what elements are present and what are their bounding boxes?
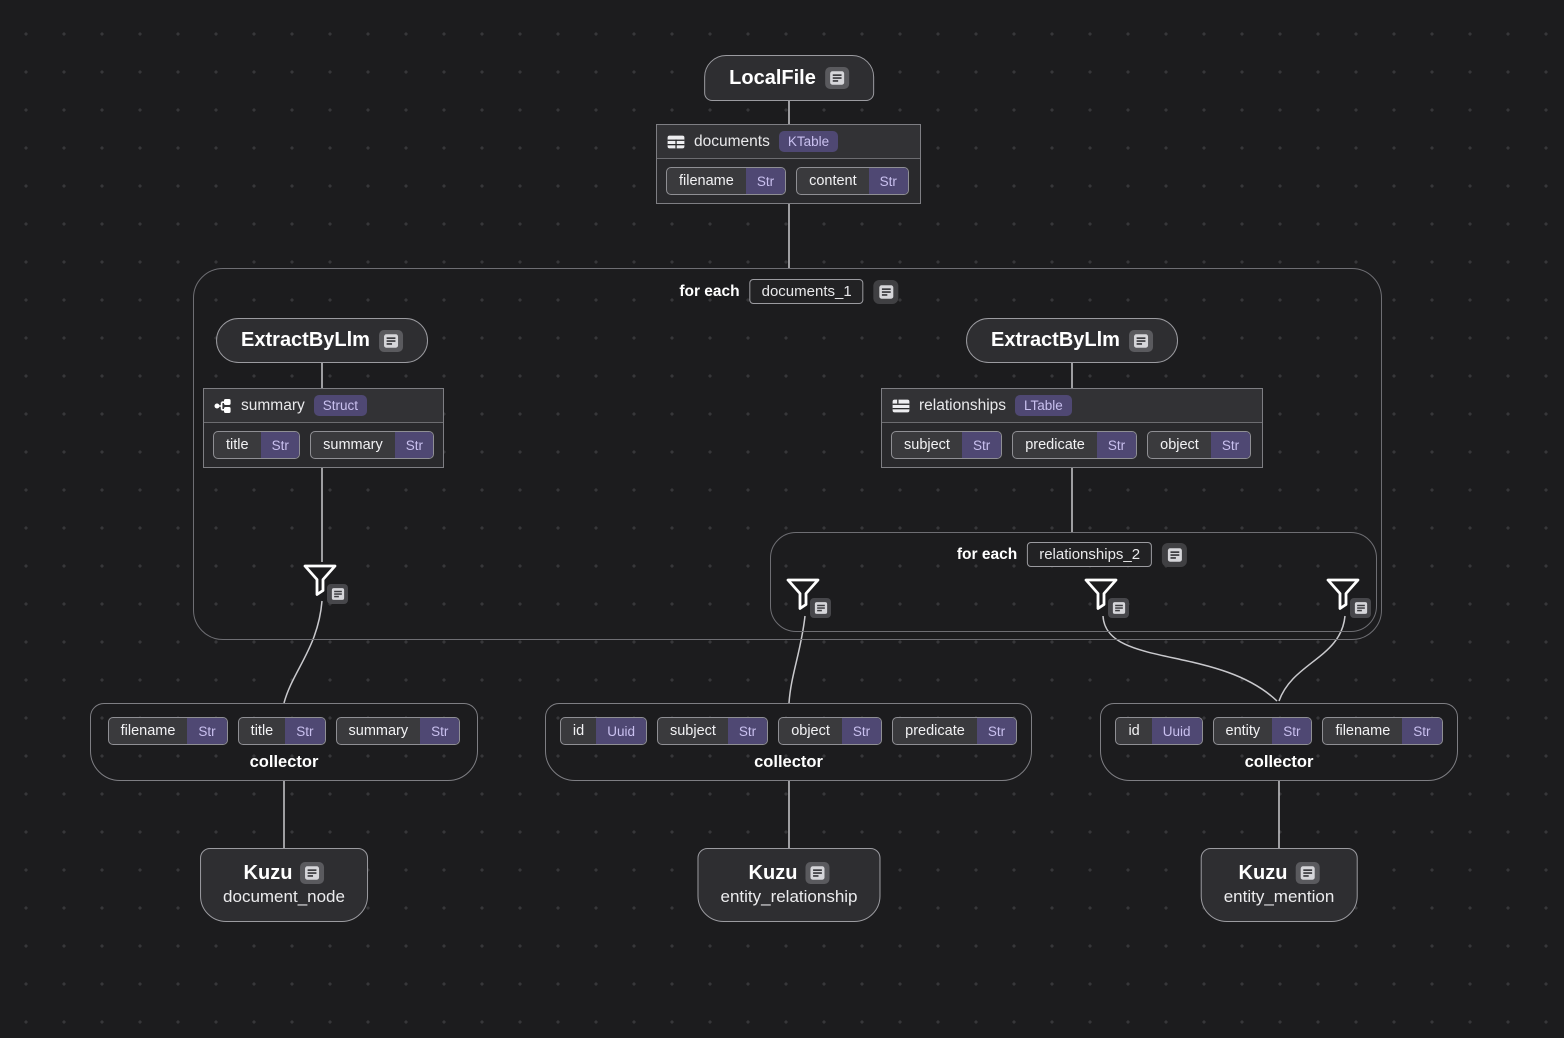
node-kuzu-document-node[interactable]: Kuzu document_node: [200, 848, 368, 922]
collector-fields: filename Str title Str summary Str: [107, 704, 461, 745]
schema-fields: filename Str content Str: [657, 159, 920, 203]
type-badge-ktable: KTable: [778, 131, 839, 152]
foreach-header-relationships: for each relationships_2: [956, 542, 1188, 567]
node-subtitle: entity_relationship: [720, 886, 858, 906]
node-kuzu-entity-mention[interactable]: Kuzu entity_mention: [1200, 848, 1358, 922]
foreach-target-relationships-2: relationships_2: [1027, 542, 1153, 567]
schema-fields: subject Str predicate Str object Str: [882, 423, 1262, 467]
type-badge-struct: Struct: [313, 395, 367, 416]
field-chip-predicate: predicate Str: [1012, 431, 1138, 459]
node-extractbyllm-summary[interactable]: ExtractByLlm: [216, 318, 428, 363]
collector-fields: id Uuid entity Str filename Str: [1115, 704, 1443, 745]
collector-label: collector: [249, 753, 319, 771]
field-chip-summary: summary Str: [335, 717, 461, 745]
schema-header: relationships LTable: [882, 389, 1262, 423]
schema-fields: title Str summary Str: [204, 423, 443, 467]
collector-entity-mention[interactable]: id Uuid entity Str filename Str collecto…: [1100, 703, 1458, 781]
document-icon[interactable]: [1350, 598, 1371, 618]
node-title: Kuzu: [243, 861, 293, 884]
document-icon: [1128, 329, 1153, 352]
field-chip-subject: subject Str: [891, 431, 1003, 459]
node-subtitle: document_node: [223, 886, 345, 906]
schema-header: documents KTable: [657, 125, 920, 159]
node-kuzu-entity-relationship[interactable]: Kuzu entity_relationship: [697, 848, 881, 922]
node-title: ExtractByLlm: [241, 329, 370, 351]
type-badge-ltable: LTable: [1015, 395, 1072, 416]
document-icon[interactable]: [810, 598, 831, 618]
node-extractbyllm-relationships[interactable]: ExtractByLlm: [966, 318, 1178, 363]
document-icon: [879, 284, 894, 299]
schema-header: summary Struct: [204, 389, 443, 423]
collect-op-relationship-3[interactable]: [1325, 576, 1371, 620]
document-icon: [1295, 862, 1320, 884]
details-button[interactable]: [1162, 542, 1188, 567]
field-chip-summary: summary Str: [310, 431, 434, 459]
field-chip-id: id Uuid: [1115, 717, 1203, 745]
foreach-header-documents: for each documents_1: [679, 279, 899, 304]
table-name: documents: [694, 132, 770, 150]
struct-icon: [214, 397, 232, 414]
collector-document-node[interactable]: filename Str title Str summary Str colle…: [90, 703, 478, 781]
collector-entity-relationship[interactable]: id Uuid subject Str object Str predicate…: [545, 703, 1032, 781]
collector-label: collector: [754, 753, 823, 771]
schema-table-summary: summary Struct title Str summary Str: [203, 388, 444, 468]
schema-table-relationships: relationships LTable subject Str predica…: [881, 388, 1263, 468]
node-title-row: Kuzu: [244, 862, 325, 885]
node-title-row: Kuzu: [1239, 862, 1320, 885]
document-icon: [1167, 547, 1182, 562]
node-title-row: Kuzu: [749, 862, 830, 885]
foreach-target-documents-1: documents_1: [749, 279, 864, 304]
ltable-icon: [892, 399, 910, 412]
node-title: LocalFile: [729, 66, 816, 89]
field-chip-entity: entity Str: [1212, 717, 1313, 745]
document-icon[interactable]: [327, 584, 348, 604]
foreach-scope-relationships: [770, 532, 1377, 632]
field-chip-object: object Str: [1147, 431, 1252, 459]
document-icon: [300, 862, 325, 884]
document-icon[interactable]: [1108, 598, 1129, 618]
field-chip-filename: filename Str: [107, 717, 228, 745]
field-chip-title: title Str: [213, 431, 301, 459]
document-icon: [805, 862, 830, 884]
details-button[interactable]: [873, 279, 899, 304]
foreach-keyword: for each: [679, 282, 740, 300]
foreach-keyword: for each: [956, 545, 1018, 563]
document-icon: [378, 329, 403, 352]
node-subtitle: entity_mention: [1223, 886, 1335, 906]
collector-fields: id Uuid subject Str object Str predicate…: [559, 704, 1018, 745]
table-name: relationships: [919, 396, 1007, 414]
field-chip-filename: filename Str: [1322, 717, 1443, 745]
ktable-icon: [667, 135, 685, 148]
node-title: Kuzu: [1238, 861, 1288, 884]
node-title: Kuzu: [748, 861, 798, 884]
field-chip-predicate: predicate Str: [892, 717, 1018, 745]
field-chip-id: id Uuid: [559, 717, 647, 745]
schema-table-documents: documents KTable filename Str content St…: [656, 124, 921, 204]
node-title: ExtractByLlm: [991, 329, 1120, 351]
field-chip-subject: subject Str: [656, 717, 769, 745]
node-localfile[interactable]: LocalFile: [704, 55, 874, 101]
document-icon: [824, 67, 849, 89]
field-chip-title: title Str: [237, 717, 326, 745]
table-name: summary: [241, 396, 305, 414]
collect-op-relationship-1[interactable]: [785, 576, 831, 620]
field-chip-object: object Str: [778, 717, 883, 745]
collector-label: collector: [1244, 753, 1314, 771]
collect-op-relationship-2[interactable]: [1083, 576, 1129, 620]
field-chip-filename: filename Str: [666, 167, 787, 195]
field-chip-content: content Str: [796, 167, 909, 195]
foreach-scope-documents: [193, 268, 1382, 640]
collect-op-summary[interactable]: [302, 562, 348, 606]
